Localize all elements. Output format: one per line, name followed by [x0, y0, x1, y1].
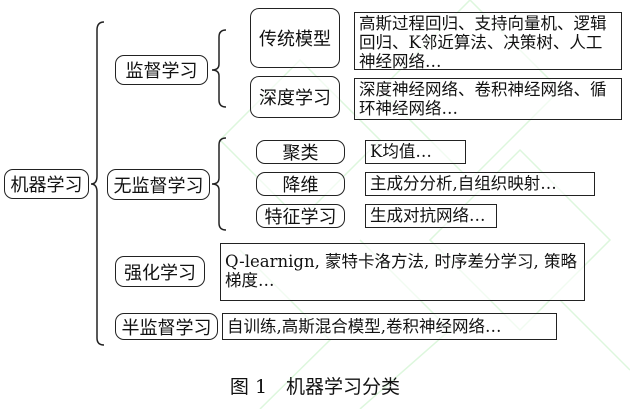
- feature-learning-examples: 生成对抗网络…: [365, 204, 497, 228]
- traditional-model-node: 传统模型: [250, 8, 340, 68]
- feature-learning-node: 特征学习: [256, 204, 345, 228]
- semi-supervised-examples: 自训练,高斯混合模型,卷积神经网络…: [222, 313, 557, 340]
- dim-reduction-node: 降维: [256, 172, 345, 196]
- unsupervised-node: 无监督学习: [107, 169, 210, 200]
- deep-learning-node: 深度学习: [250, 76, 340, 118]
- reinforcement-node: 强化学习: [115, 256, 205, 287]
- dim-reduction-examples: 主成分分析,自组织映射…: [365, 172, 595, 196]
- supervised-node: 监督学习: [115, 55, 208, 85]
- traditional-model-examples: 高斯过程回归、支持向量机、逻辑回归、K邻近算法、决策树、人工神经网络…: [354, 12, 622, 71]
- clustering-node: 聚类: [256, 140, 345, 164]
- deep-learning-examples: 深度神经网络、卷积神经网络、循环神经网络…: [354, 78, 622, 120]
- semi-supervised-node: 半监督学习: [115, 313, 218, 340]
- root-node: 机器学习: [4, 169, 89, 199]
- reinforcement-examples: Q-learnign, 蒙特卡洛方法, 时序差分学习, 策略梯度…: [220, 243, 585, 301]
- clustering-examples: K均值…: [365, 140, 466, 164]
- figure-caption: 图 1 机器学习分类: [229, 376, 401, 398]
